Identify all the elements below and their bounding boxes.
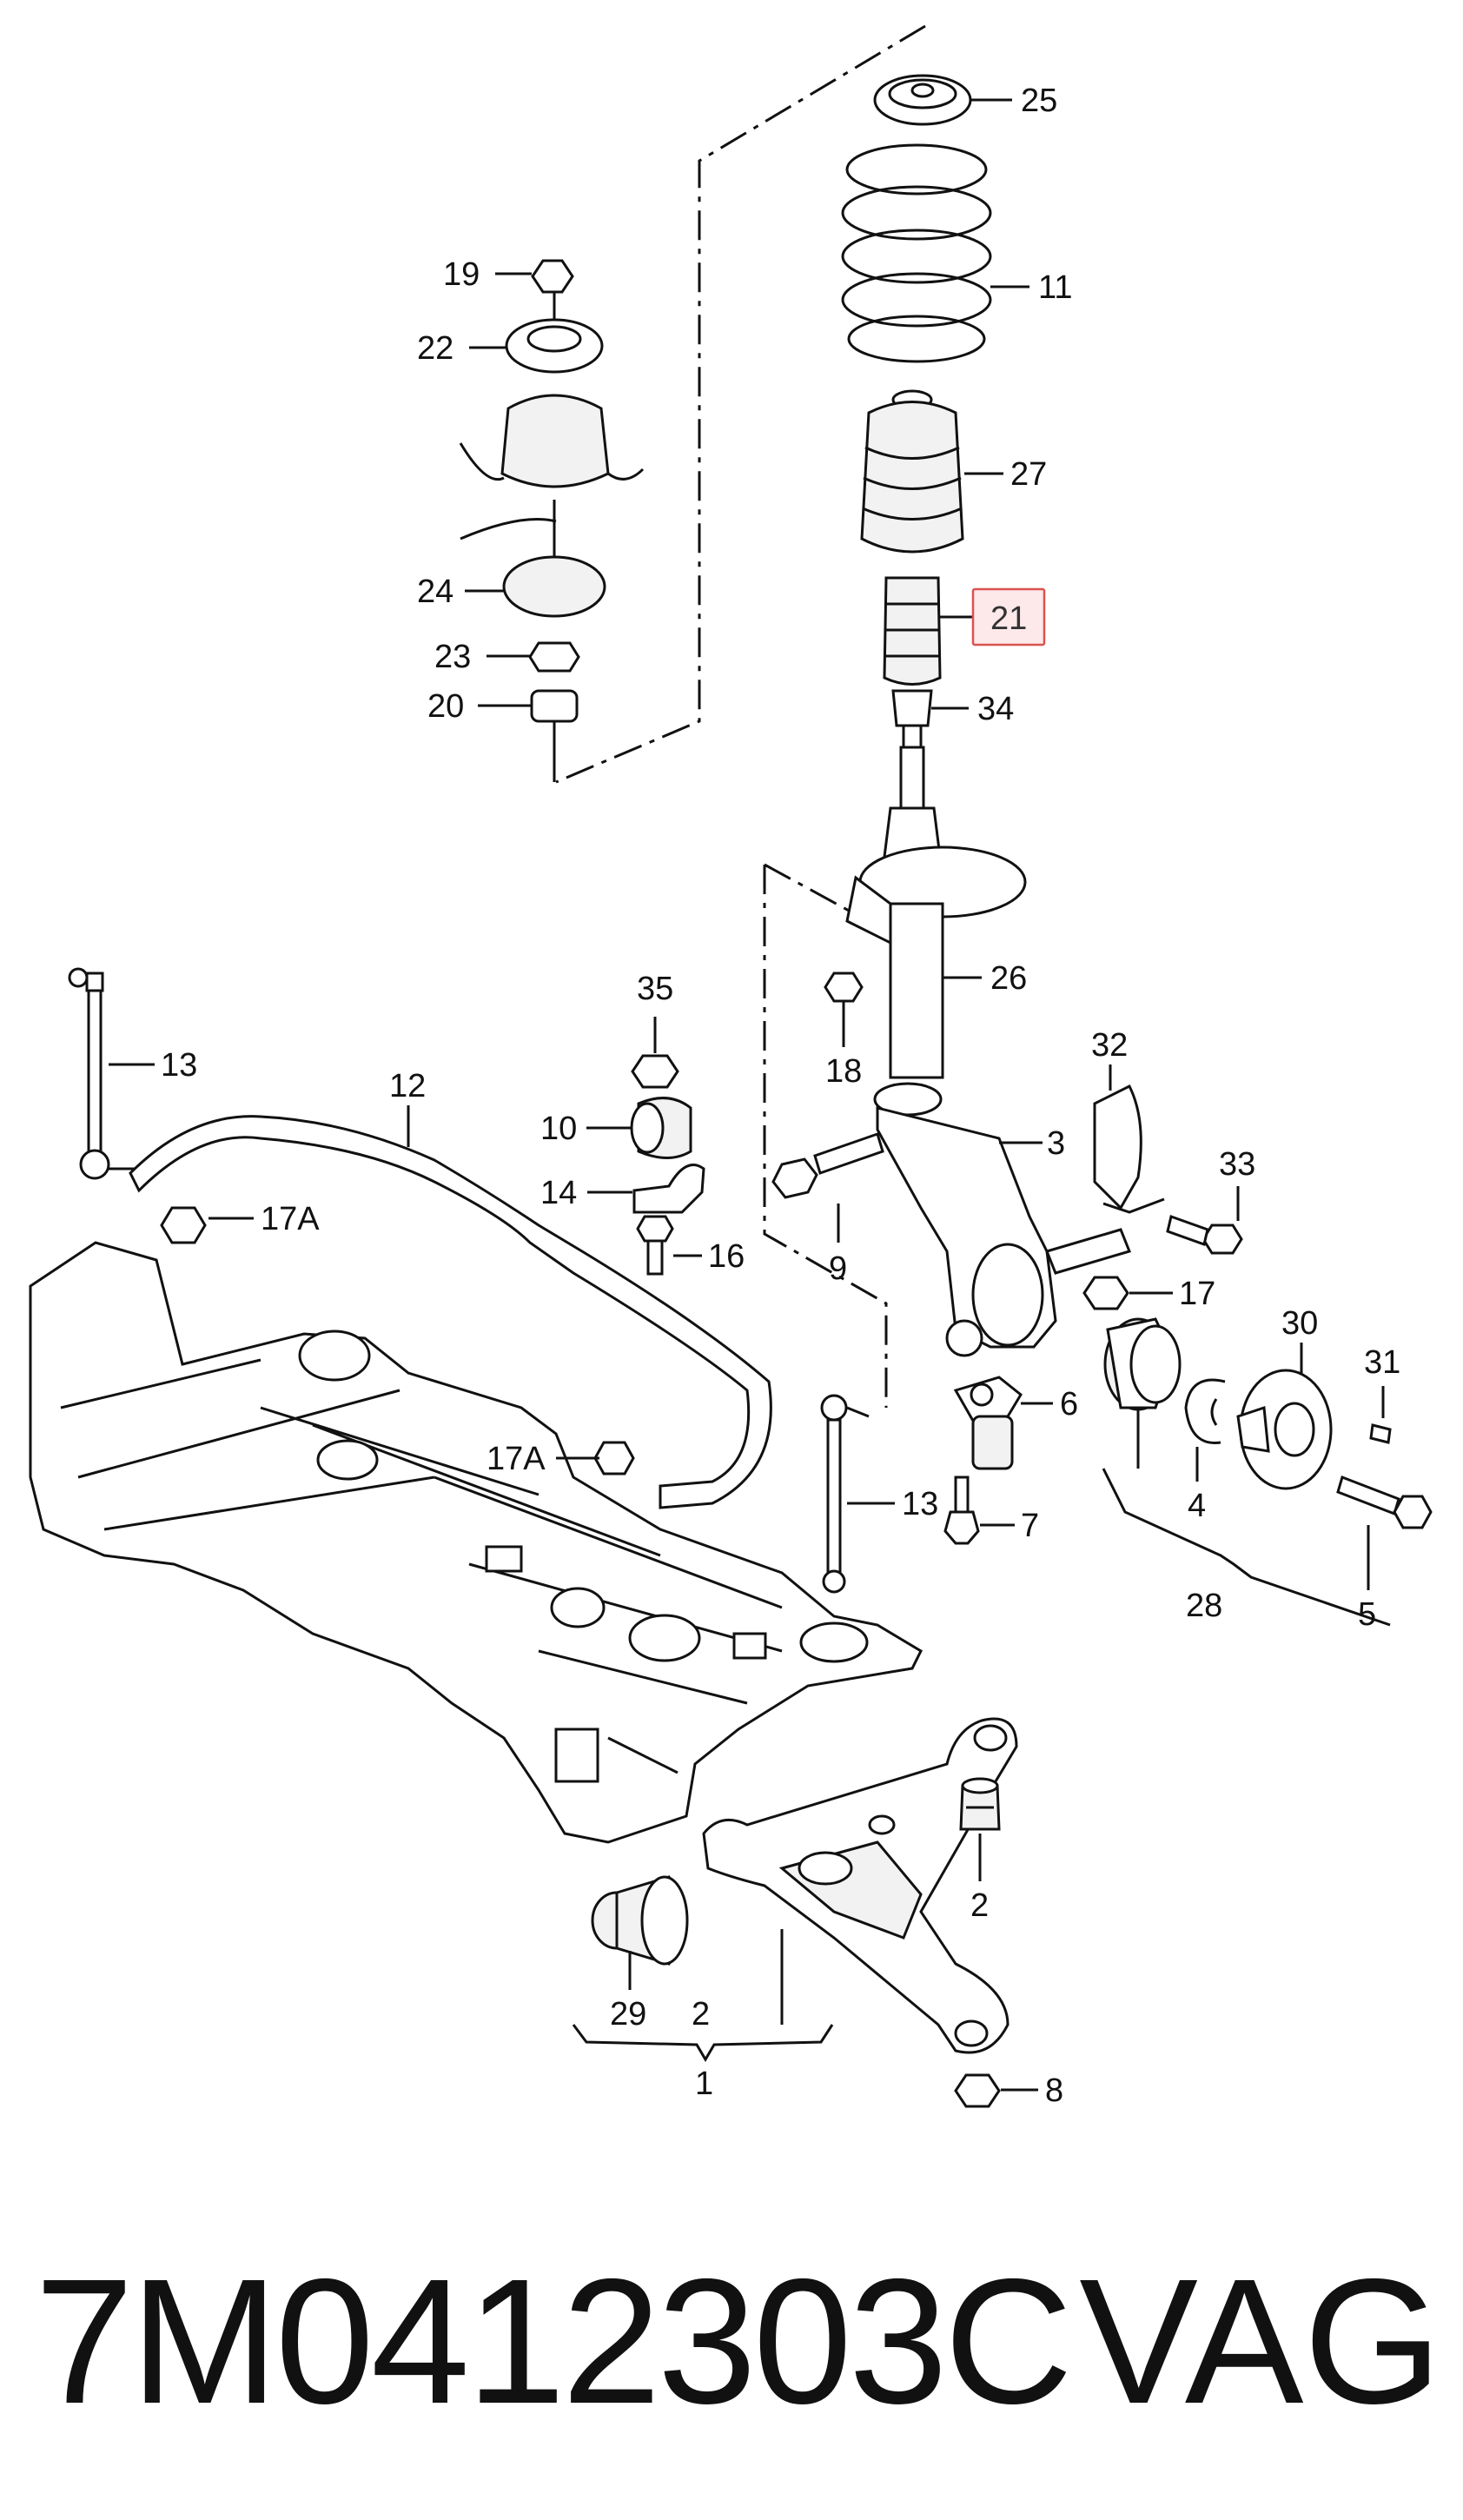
callout-5: 5 — [1358, 1596, 1376, 1633]
callout-12: 12 — [389, 1068, 426, 1104]
circlip-part — [1184, 1378, 1226, 1444]
wheel-hub-part — [1236, 1369, 1333, 1490]
stabilizer-link-left-part — [68, 967, 139, 1180]
callout-16: 16 — [708, 1238, 745, 1275]
bolt-5-part — [1336, 1476, 1433, 1529]
callout-11: 11 — [1038, 269, 1072, 306]
callout-14: 14 — [540, 1175, 577, 1211]
bracket-28 — [1102, 1468, 1391, 1627]
bump-stop-part — [883, 576, 942, 686]
control-arm-part — [702, 1717, 1018, 2054]
bushing-29-part — [591, 1875, 689, 1966]
bracket-1 — [572, 2024, 834, 2062]
callout-17: 17 — [1179, 1276, 1215, 1312]
callout-13-left: 13 — [161, 1047, 197, 1084]
callout-32: 32 — [1091, 1027, 1128, 1064]
bushing-2-right-part — [959, 1777, 1001, 1831]
bellows-part — [860, 389, 964, 554]
group-line-strut — [763, 863, 888, 1408]
callout-1: 1 — [695, 2066, 713, 2102]
callout-20: 20 — [427, 688, 464, 725]
callout-34: 34 — [977, 691, 1014, 727]
wheel-bearing-part — [1103, 1317, 1182, 1411]
clamp-14-part — [632, 1164, 705, 1214]
ball-joint-part — [953, 1376, 1023, 1470]
subframe-part — [29, 1241, 923, 1844]
callout-21: 21 — [990, 600, 1027, 637]
callout-2-left: 2 — [692, 1996, 710, 2033]
callout-23: 23 — [434, 639, 471, 675]
callout-8: 8 — [1045, 2072, 1063, 2109]
callout-35: 35 — [637, 971, 673, 1007]
strut-part — [845, 746, 1027, 1079]
bushing-10-part — [630, 1097, 692, 1159]
callout-33: 33 — [1219, 1146, 1255, 1183]
part-footer: 7M0412303C VAG — [35, 2242, 1442, 2442]
stabilizer-link-right-part — [820, 1394, 870, 1594]
stabilizer-bar-part — [129, 1115, 772, 1509]
bolt-9-part — [771, 1132, 884, 1199]
splash-shield-part — [1093, 1084, 1142, 1210]
callout-25: 25 — [1021, 83, 1057, 119]
group-line-top — [555, 24, 926, 784]
nut-17a-left-part — [160, 1206, 207, 1244]
bolt-7-part — [943, 1476, 980, 1545]
leader-32 — [1102, 1064, 1165, 1214]
callout-4: 4 — [1188, 1488, 1206, 1524]
callout-13-right: 13 — [902, 1486, 938, 1522]
mount-stack-part — [459, 259, 645, 782]
brand-name: VAG — [1079, 2242, 1442, 2441]
callout-22: 22 — [417, 330, 453, 367]
clip-part — [891, 689, 933, 747]
callout-19: 19 — [443, 256, 480, 293]
part-number: 7M0412303C — [35, 2242, 1073, 2441]
callout-27: 27 — [1010, 456, 1047, 493]
nut-17-part — [1082, 1276, 1129, 1310]
nut-8-part — [954, 2073, 1001, 2108]
spring-seat-part — [873, 74, 972, 126]
highlight-box-21 — [971, 587, 1046, 647]
callout-18: 18 — [825, 1053, 862, 1090]
bolt-33-part — [1166, 1215, 1243, 1255]
steering-knuckle-part — [873, 1082, 1132, 1357]
nut-18-part — [824, 972, 864, 1003]
bolt-16-part — [636, 1215, 674, 1276]
callout-29: 29 — [610, 1996, 646, 2033]
callout-9: 9 — [829, 1250, 847, 1287]
nut-17a-right-part — [593, 1441, 635, 1476]
callout-2-right: 2 — [970, 1887, 989, 1924]
callout-17a-left: 17A — [261, 1201, 320, 1237]
callout-3: 3 — [1047, 1125, 1065, 1162]
callout-24: 24 — [417, 574, 453, 610]
nut-35-part — [631, 1054, 679, 1089]
callout-17a-right: 17A — [487, 1441, 546, 1477]
callout-6: 6 — [1060, 1386, 1078, 1422]
pin-31-part — [1369, 1423, 1392, 1444]
callout-31: 31 — [1364, 1344, 1400, 1381]
callout-30: 30 — [1281, 1305, 1318, 1342]
callout-26: 26 — [990, 960, 1027, 997]
callout-28: 28 — [1186, 1588, 1222, 1624]
callout-7: 7 — [1021, 1508, 1039, 1544]
coil-spring-part — [841, 143, 992, 363]
callout-10: 10 — [540, 1111, 577, 1147]
